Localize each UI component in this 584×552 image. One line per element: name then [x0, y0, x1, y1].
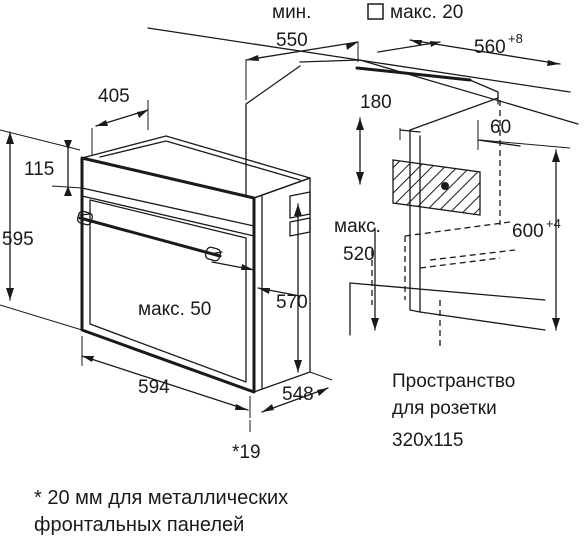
label-max: макс. — [334, 216, 381, 237]
label-560: 560 — [474, 37, 506, 58]
oven-body — [76, 135, 311, 394]
label-115: 115 — [24, 159, 54, 180]
label-max-20: макс. 20 — [390, 2, 463, 23]
label-594: 594 — [138, 377, 170, 398]
footnote-line1: * 20 мм для металлических — [34, 487, 289, 509]
label-570: 570 — [276, 292, 308, 313]
label-max-50: макс. 50 — [138, 299, 211, 320]
socket-label-size: 320x115 — [392, 430, 464, 451]
footnote: * 20 мм для металлических фронтальных па… — [34, 485, 554, 539]
socket-area-hatch — [392, 159, 481, 216]
label-min: мин. — [272, 2, 311, 23]
label-548: 548 — [282, 384, 314, 405]
label-180: 180 — [360, 92, 392, 113]
label-600-tol: +4 — [546, 216, 561, 231]
label-595: 595 — [2, 229, 34, 250]
square-icon — [367, 3, 384, 20]
label-550: 550 — [276, 30, 308, 51]
label-405: 405 — [98, 86, 130, 107]
label-19: *19 — [232, 442, 261, 463]
label-600: 600 — [512, 221, 544, 242]
label-520: 520 — [343, 244, 375, 265]
footnote-line2: фронтальных панелей — [34, 514, 245, 536]
dimension-labels: мин. 550 макс. 20 560 +8 405 180 60 115 … — [2, 2, 561, 463]
socket-label-line2: для розетки — [392, 398, 497, 419]
socket-dot-icon — [441, 182, 449, 190]
dimension-lines — [0, 39, 571, 432]
label-60: 60 — [490, 117, 511, 138]
socket-label-line1: Пространство — [392, 371, 515, 392]
label-560-tol: +8 — [508, 31, 523, 46]
